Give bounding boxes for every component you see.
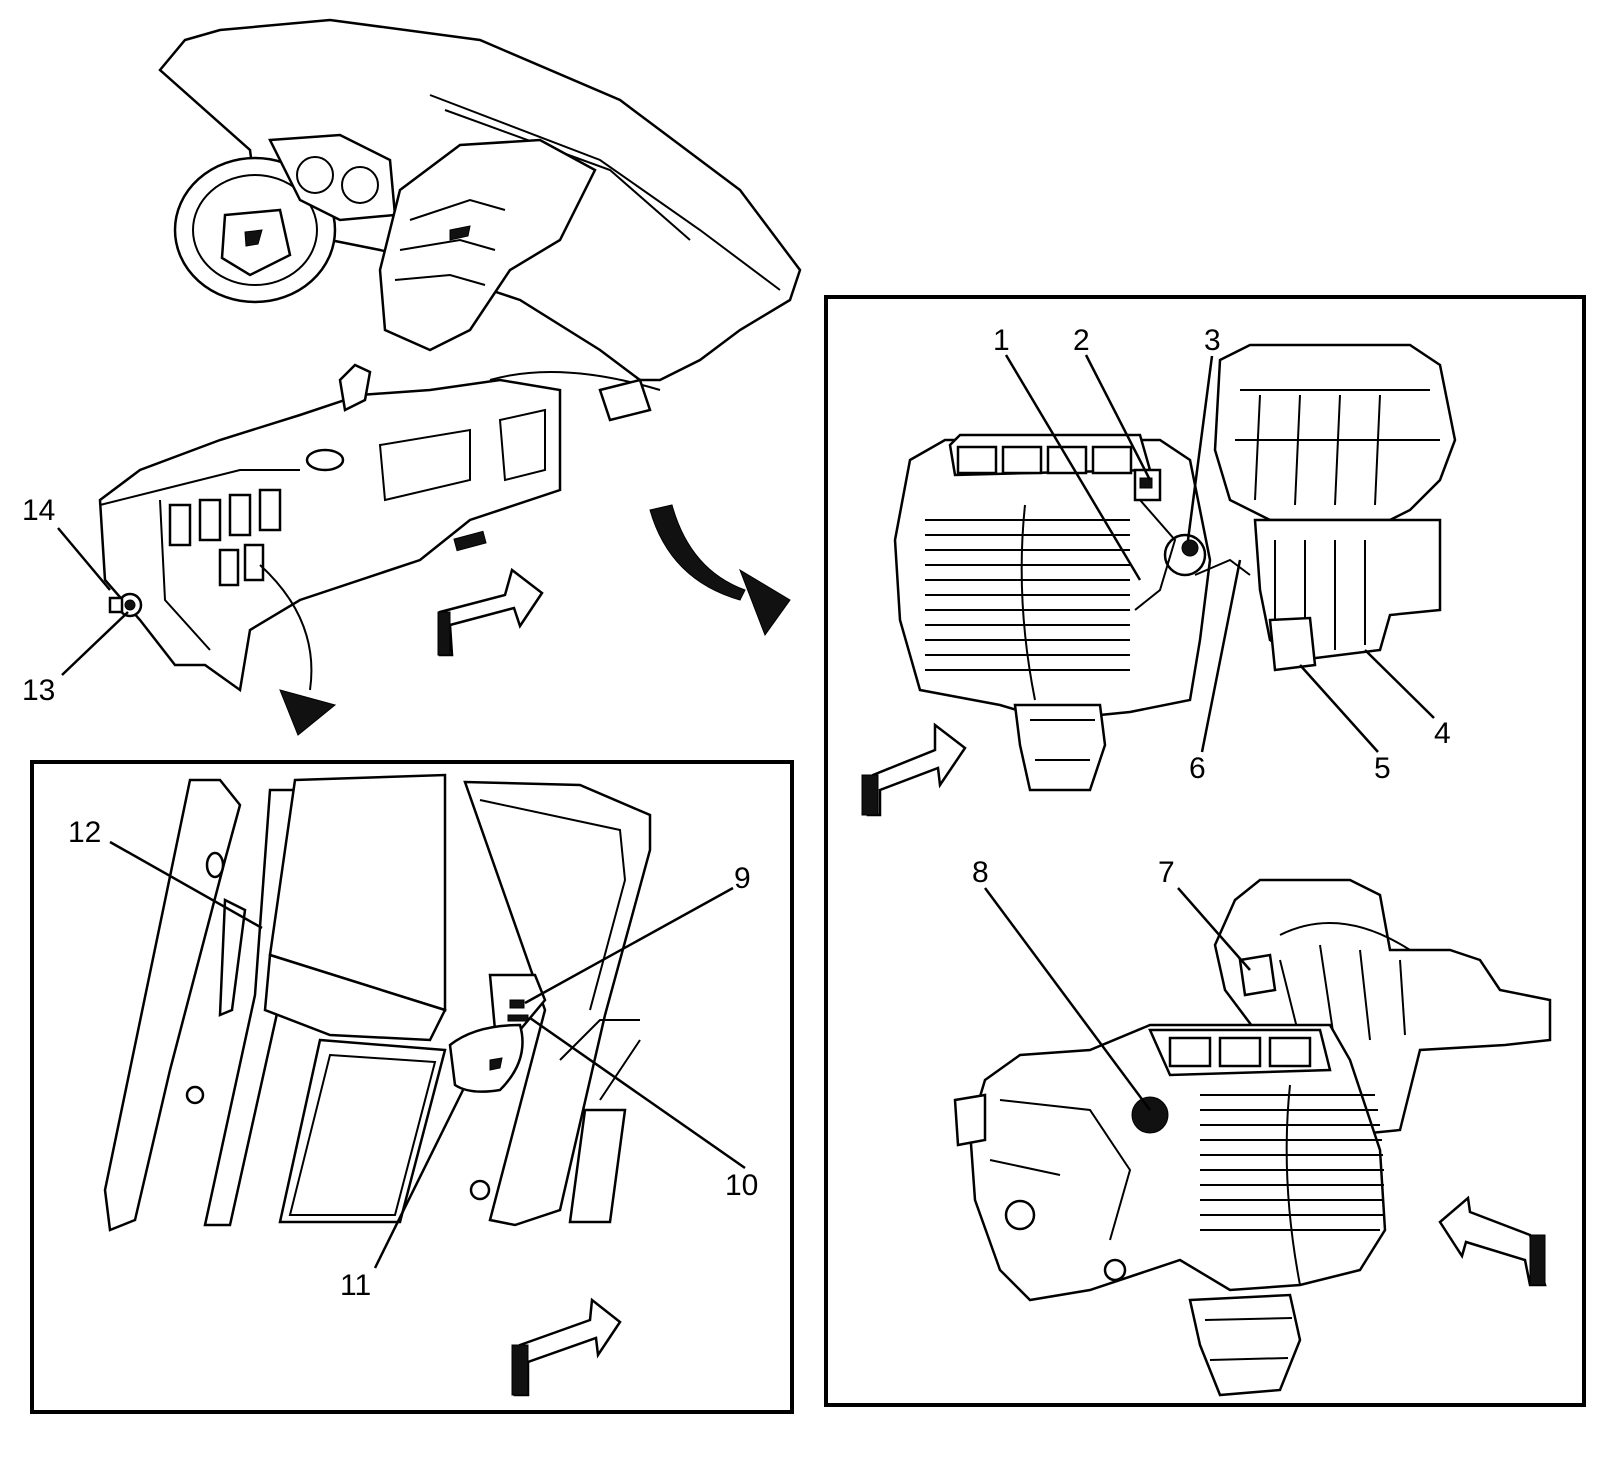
detail-panel-hvac	[824, 295, 1586, 1407]
callout-2: 2	[1073, 324, 1090, 357]
callout-1: 1	[993, 324, 1010, 357]
shift-lever	[338, 363, 372, 412]
callout-13: 13	[22, 674, 55, 707]
blower-motor-resistor	[1268, 616, 1317, 672]
curved-arrow-icon	[649, 504, 791, 637]
floor-console	[98, 378, 562, 693]
callout-9: 9	[734, 862, 751, 895]
center-stack	[378, 138, 597, 352]
callout-12: 12	[68, 816, 101, 849]
hvac-module-top-view	[893, 343, 1457, 792]
callout-4: 4	[1434, 717, 1451, 750]
callout-11: 11	[340, 1269, 371, 1302]
curved-arrow-icon	[259, 564, 337, 736]
instrument-panel-overview	[98, 18, 802, 693]
block-arrow-icon	[1438, 1195, 1547, 1287]
callout-10: 10	[725, 1169, 758, 1202]
callout-8: 8	[972, 856, 989, 889]
callout-6: 6	[1189, 752, 1206, 785]
callout-7: 7	[1158, 856, 1175, 889]
block-arrow-icon	[511, 1297, 622, 1397]
actuator	[1131, 1096, 1169, 1134]
callout-5: 5	[1374, 752, 1391, 785]
hvac-module-rear-view	[953, 878, 1552, 1397]
detail-panel-console	[30, 760, 794, 1414]
actuator	[1238, 953, 1277, 997]
block-arrow-icon	[437, 567, 544, 657]
block-arrow-icon	[861, 722, 967, 817]
callout-3: 3	[1204, 324, 1221, 357]
callout-14: 14	[22, 494, 55, 527]
